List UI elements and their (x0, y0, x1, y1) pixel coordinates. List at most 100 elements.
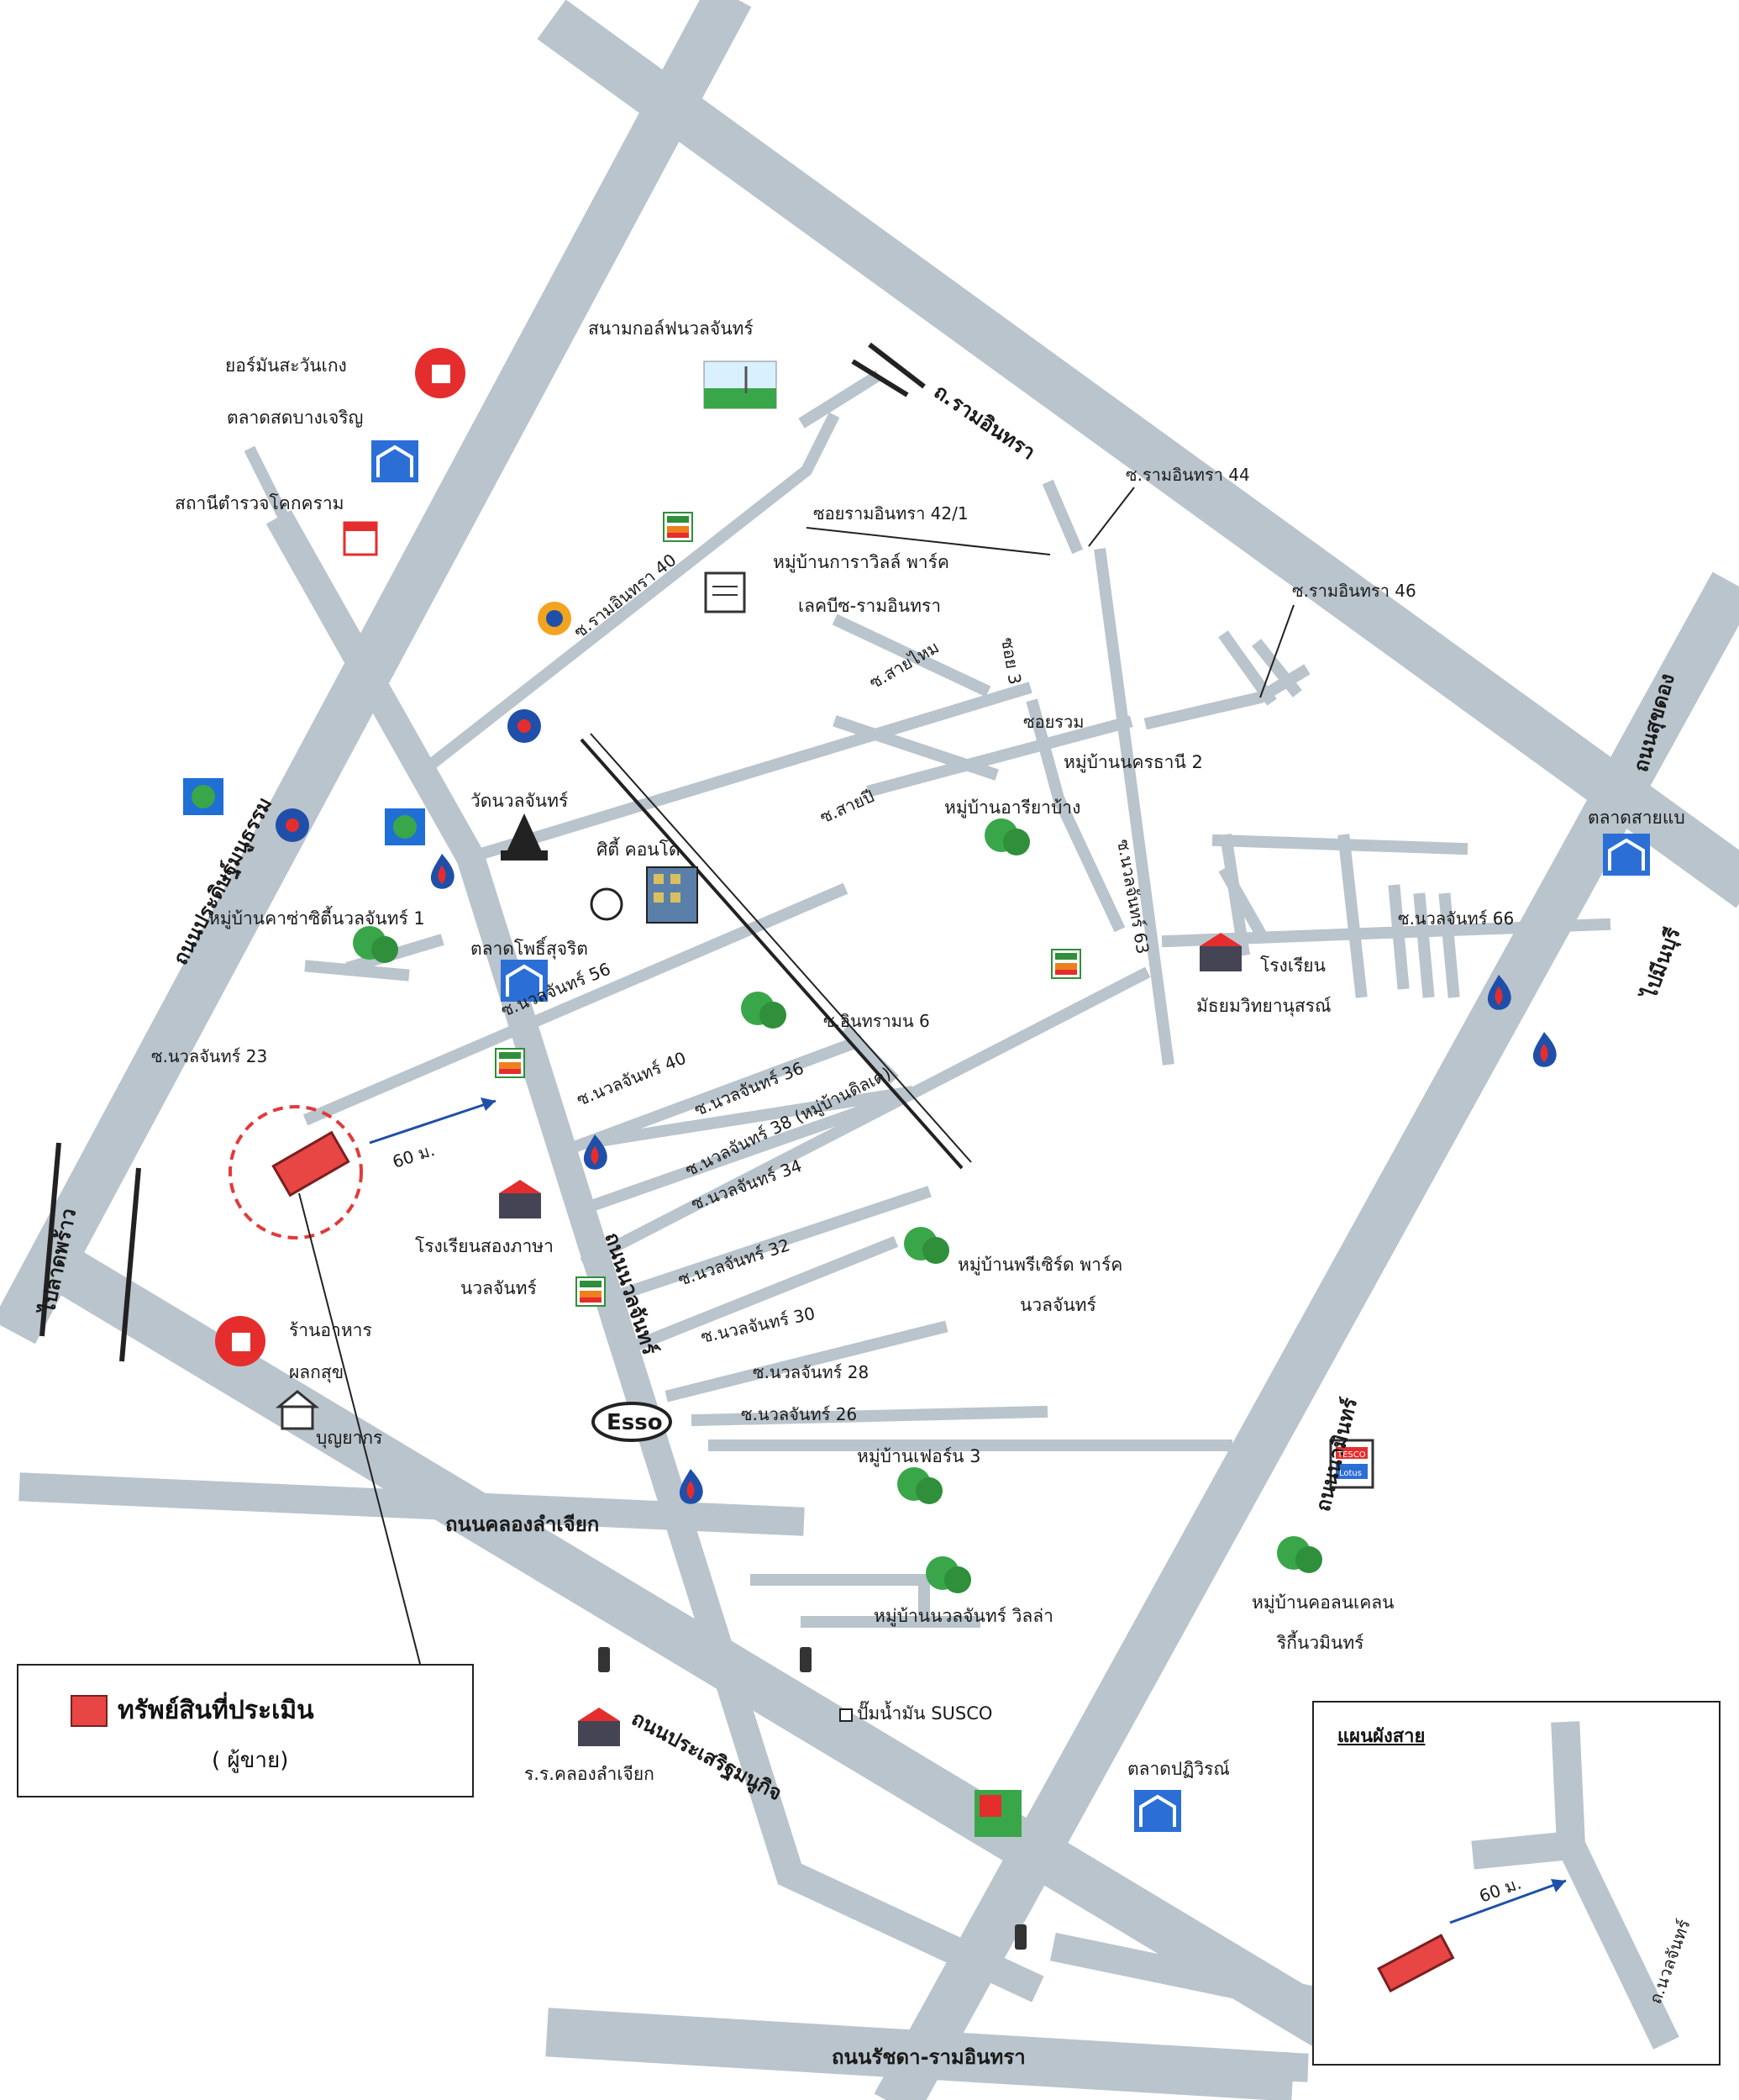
road-ratchada-ramintra (17, 2008, 185, 2050)
poi-icons (183, 348, 1650, 1837)
inset-distance-arrow (1449, 1879, 1567, 1924)
seven-eleven-icon (1051, 949, 1081, 979)
soi-nuanchan-63 (1094, 548, 1174, 1066)
road-khlong-lam-chiak (18, 1472, 805, 1536)
shop-block-icon (975, 1790, 1022, 1837)
label-moo-ban-fiew: หมู่บ้านเฟอร์น 3 (857, 1446, 981, 1467)
label-moo-ban-mid-2: นวลจันทร์ (1020, 1295, 1096, 1315)
label-market-charoen: ตลาดสดบางเจริญ (227, 408, 363, 428)
leader-line (298, 1192, 421, 1665)
school-icon (499, 1180, 541, 1218)
label-moo-ban-arch: หมู่บ้านอารียาบ้าง (944, 797, 1080, 818)
label-moo-ban-kolon-1: หมู่บ้านคอลนเคลน (1252, 1592, 1395, 1613)
tree-village-icon (904, 1227, 949, 1264)
seven-eleven-icon (663, 512, 693, 542)
label-moo-ban-villa: หมู่บ้านนวลจันทร์ วิลล่า (874, 1606, 1053, 1627)
road-ramintra (537, 0, 1739, 908)
label-shop-1: ร้านอาหาร (289, 1320, 372, 1340)
label-school-right-2: มัธยมวิทยานุสรณ์ (1196, 996, 1331, 1017)
label-ramintra-44: ซ.รามอินทรา 44 (1126, 465, 1250, 485)
soi-nuanchan-28 (691, 1405, 1048, 1427)
label-moo-ban-mid: หมู่บ้านพรีเซิร์ด พาร์ค (958, 1255, 1122, 1276)
label-moo-ban-nakorn: หมู่บ้านนครธานี 2 (1064, 752, 1203, 773)
soi-nuanchan-34 (614, 1186, 932, 1302)
label-tesco-2: Lotus (1339, 1469, 1362, 1478)
ptt-station-icon (430, 854, 454, 889)
seven-eleven-icon (495, 1048, 525, 1078)
tesco-icon (1329, 1439, 1374, 1489)
number-marker-icon (590, 887, 623, 921)
label-moo-ban-kaew: หมู่บ้านคาซ่าซิตี้นวลจันทร์ 1 (208, 906, 425, 929)
esso-logo-icon (591, 1402, 672, 1442)
tree-village-icon (741, 992, 786, 1029)
label-market-bottom: ตลาดปฏิวิรณ์ (1127, 1759, 1230, 1779)
market-icon (501, 960, 548, 1002)
soi-ramintra-40 (412, 412, 840, 782)
bank-icon (507, 709, 541, 743)
school-icon (578, 1708, 620, 1746)
label-school-right-1: โรงเรียน (1260, 955, 1326, 976)
label-pump-susco: ปั๊มน้ำมัน SUSCO (857, 1700, 992, 1724)
hospital-icon (415, 348, 465, 398)
legend-property-swatch (71, 1695, 108, 1727)
label-nuanchan-23: ซ.นวลจันทร์ 23 (151, 1046, 267, 1066)
ptt-station-icon (583, 1134, 607, 1170)
subject-property (229, 1097, 496, 1665)
market-icon (1603, 834, 1650, 876)
tree-village-icon (353, 926, 398, 963)
label-shop-2: ผลกสุข (289, 1362, 344, 1383)
golf-icon (703, 361, 777, 409)
ptt-station-icon (1532, 1032, 1557, 1067)
seven-eleven-icon (575, 1276, 606, 1307)
label-yoman: ยอร์มันสะวันเกง (225, 355, 347, 376)
gas-station-icon (183, 778, 223, 815)
inset-map: แผนผังสาย 60 ม. ถ.นวลจันทร์ (1312, 1701, 1721, 2066)
label-wat-nuanchan: วัดนวลจันทร์ (470, 791, 568, 811)
condo-icon (646, 866, 698, 924)
legend-subtitle: ( ผู้ขาย) (212, 1748, 289, 1773)
shop-icon (215, 1316, 265, 1366)
label-lakeside: เลคบีซ-รามอินทรา (798, 596, 941, 616)
ptt-station-icon (1487, 975, 1511, 1010)
radius-circle (229, 1105, 363, 1239)
legend-title: ทรัพย์สินที่ประเมิน (118, 1696, 314, 1725)
bus-stop-icon (1015, 1924, 1027, 1950)
soi-nuanchan-38 (572, 1093, 898, 1218)
tree-village-icon (926, 1556, 971, 1593)
label-moo-ban-kolon-2: ริกี้นวมินทร์ (1276, 1630, 1363, 1653)
school-icon (1200, 933, 1242, 971)
label-police: สถานีตำรวจโคกคราม (175, 493, 344, 513)
gas-station-icon (385, 808, 425, 845)
bus-stop-icons (598, 1647, 1027, 1950)
inset-distance-label: 60 ม. (1477, 1873, 1524, 1907)
label-khlong-lam-chiak: ถนนคลองลำเจียก (445, 1513, 599, 1536)
soi-roads (244, 370, 1611, 1628)
label-ramintra-46: ซ.รามอินทรา 46 (1292, 581, 1416, 601)
label-nuanchan-26: ซ.นวลจันทร์ 26 (741, 1404, 857, 1424)
label-ramintra: ถ.รามอินทรา (930, 380, 1040, 465)
susco-square-icon (839, 1708, 853, 1722)
ptt-station-icon (679, 1469, 703, 1504)
road-nuanchan (265, 509, 1044, 2003)
label-ramintra-40: ซ.รามอินทรา 40 (570, 550, 680, 642)
label-sai-2: ซ.สายปี (817, 786, 877, 828)
bank-icon (538, 602, 571, 635)
inset-property-marker (1377, 1934, 1455, 1993)
label-market-phue: ตลาดโพธิ์สุจริต (470, 935, 588, 960)
inset-drawing: 60 ม. ถ.นวลจันทร์ (1377, 1721, 1694, 2050)
label-esso: Esso (607, 1410, 663, 1435)
bus-stop-icon (598, 1647, 610, 1672)
label-soi-3: ซอย 3 (997, 636, 1025, 687)
bank-icon (276, 808, 309, 842)
police-icon (343, 521, 378, 556)
distance-arrow (369, 1099, 496, 1145)
label-school-bottom: ร.ร.คลองลำเจียก (524, 1764, 654, 1784)
label-school-mid-2: นวลจันทร์ (460, 1278, 537, 1298)
property-marker (271, 1130, 350, 1197)
railway-line (580, 733, 972, 1170)
bridge-marks (39, 342, 926, 1362)
road-right-connect (1049, 1932, 1328, 2018)
inset-title: แผนผังสาย (1337, 1726, 1426, 1747)
label-condo: ศิตี้ คอนโด (596, 837, 680, 860)
